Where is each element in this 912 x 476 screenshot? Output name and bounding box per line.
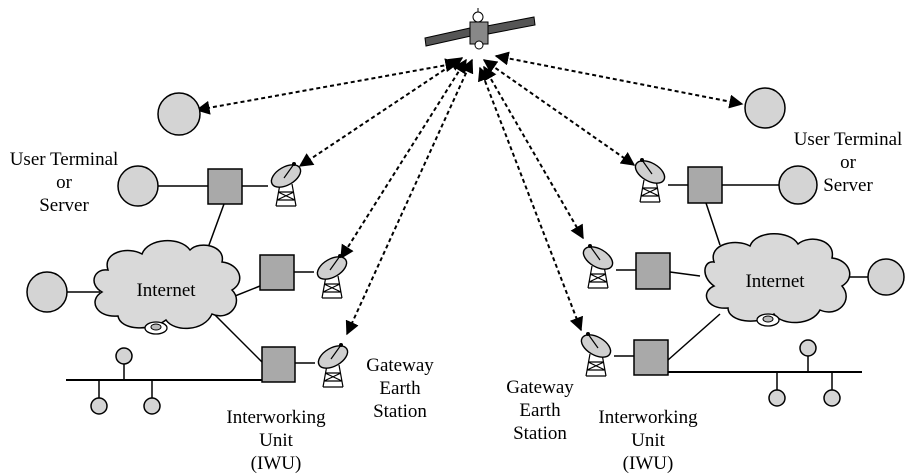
user-terminal-left-internet xyxy=(26,271,68,313)
iwu-label-right: Interworking Unit (IWU) xyxy=(598,407,698,474)
iwu-box-left-2 xyxy=(259,254,295,291)
lan-host-right-1 xyxy=(799,339,817,357)
svg-text:User Terminal: User Terminal xyxy=(794,129,903,150)
user-terminal-left-top xyxy=(157,92,201,136)
svg-text:Server: Server xyxy=(823,175,873,196)
link-left-earth-station-3 xyxy=(345,58,474,336)
iwu-box-left-1 xyxy=(207,168,243,205)
svg-text:Station: Station xyxy=(513,423,567,444)
satellite-links xyxy=(195,51,744,336)
lan-host-left-3 xyxy=(143,397,161,415)
link-right-earth-station-2 xyxy=(483,65,584,240)
svg-text:Server: Server xyxy=(39,195,89,216)
satellite-dish-icon xyxy=(312,251,352,299)
lan-host-right-2 xyxy=(768,389,786,407)
link-left-earth-station-1 xyxy=(298,57,464,167)
svg-text:Unit: Unit xyxy=(631,430,666,451)
user-terminal-right xyxy=(778,165,818,205)
svg-text:Unit: Unit xyxy=(259,430,294,451)
svg-text:Earth: Earth xyxy=(519,400,561,421)
svg-text:Gateway: Gateway xyxy=(366,355,434,376)
satellite-dish-icon xyxy=(313,340,353,388)
internet-label-left: Internet xyxy=(136,280,196,301)
svg-text:User Terminal: User Terminal xyxy=(10,149,119,170)
satellite-dish-icon xyxy=(576,329,616,377)
iwu-box-right-1 xyxy=(687,166,723,204)
svg-text:or: or xyxy=(56,172,73,193)
iwu-box-right-2 xyxy=(635,252,671,290)
svg-text:or: or xyxy=(840,152,857,173)
link-left-earth-station-2 xyxy=(340,58,467,260)
satellite-icon xyxy=(424,8,536,50)
gateway-label-left: Gateway Earth Station xyxy=(366,355,434,422)
svg-text:(IWU): (IWU) xyxy=(251,453,302,474)
iwu-label-left: Interworking Unit (IWU) xyxy=(226,407,326,474)
link-right-terminal xyxy=(494,51,744,109)
user-terminal-right-top xyxy=(744,87,786,129)
internet-label-right: Internet xyxy=(745,271,805,292)
internet-cloud-right xyxy=(704,233,851,324)
iwu-box-left-3 xyxy=(261,346,296,383)
user-terminal-label-right: User Terminal or Server xyxy=(794,129,903,196)
link-right-earth-station-3 xyxy=(478,66,583,332)
user-terminal-right-internet xyxy=(867,258,905,296)
svg-text:(IWU): (IWU) xyxy=(623,453,674,474)
lan-host-left-1 xyxy=(115,347,133,365)
iwu-box-right-3 xyxy=(633,339,669,376)
link-right-earth-station-1 xyxy=(482,59,636,166)
lan-host-left-2 xyxy=(90,397,108,415)
router-icon-left xyxy=(144,321,168,335)
svg-text:Gateway: Gateway xyxy=(506,377,574,398)
user-terminal-label-left: User Terminal or Server xyxy=(10,149,119,216)
satellite-dish-icon xyxy=(578,241,618,289)
svg-text:Station: Station xyxy=(373,401,427,422)
svg-text:Earth: Earth xyxy=(379,378,421,399)
svg-text:Interworking: Interworking xyxy=(598,407,698,428)
router-icon-right xyxy=(756,313,780,327)
lan-host-right-3 xyxy=(823,389,841,407)
user-terminal-left xyxy=(117,165,159,207)
svg-text:Interworking: Interworking xyxy=(226,407,326,428)
satellite-dish-icon xyxy=(630,155,670,203)
satellite-dish-icon xyxy=(266,159,306,207)
gateway-label-right: Gateway Earth Station xyxy=(506,377,574,444)
internet-cloud-left xyxy=(93,239,241,330)
